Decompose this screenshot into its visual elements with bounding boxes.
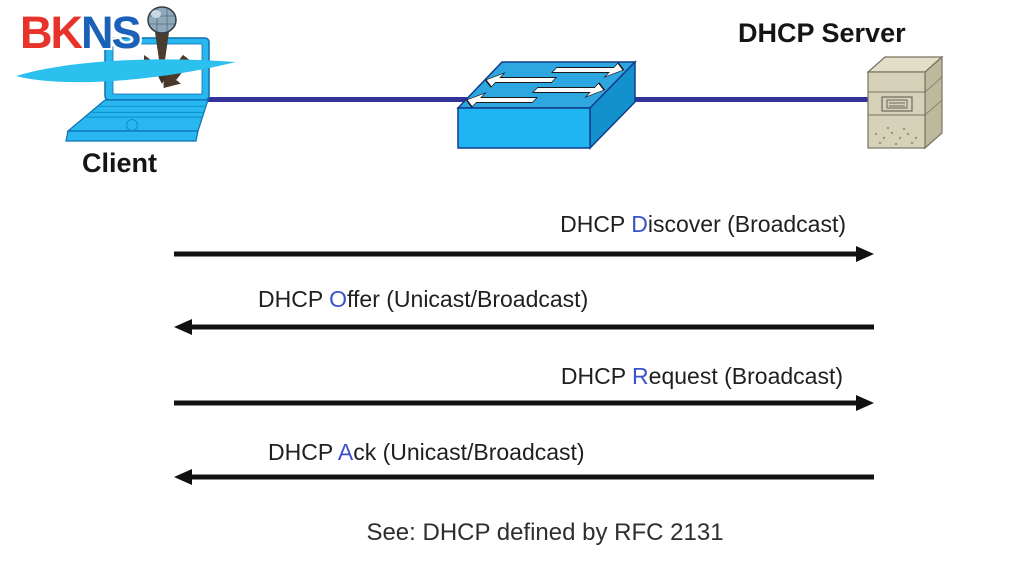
message-label-offer: DHCP Offer (Unicast/Broadcast) (258, 286, 588, 313)
message-highlight-letter: O (329, 286, 348, 312)
message-highlight-letter: D (631, 211, 648, 237)
message-highlight-letter: A (337, 439, 354, 465)
arrow-right-icon (174, 395, 874, 411)
arrow-left-icon (174, 319, 874, 335)
switch-arrows-icon (465, 62, 625, 108)
message-highlight-letter: R (632, 363, 649, 389)
logo-text: BKNS (20, 7, 141, 58)
message-prefix: DHCP (268, 439, 338, 465)
message-rest: equest (648, 363, 718, 389)
message-suffix: (Unicast/Broadcast) (376, 439, 585, 465)
message-prefix: DHCP (258, 286, 330, 312)
bkns-logo: BKNS (14, 8, 244, 98)
message-prefix: DHCP (560, 211, 632, 237)
server-vent-dots (874, 126, 918, 146)
message-label-discover: DHCP Discover (Broadcast) (0, 211, 846, 238)
logo-text-blue: NS (81, 7, 141, 58)
server-icon (866, 55, 944, 150)
logo-text-red: BK (20, 7, 83, 58)
dhcp-server-label: DHCP Server (738, 18, 906, 48)
message-rest: ffer (347, 286, 380, 312)
message-suffix: (Broadcast) (720, 211, 846, 237)
laptop-emblem (126, 119, 138, 131)
switch-icon (456, 60, 637, 150)
message-rest: iscover (647, 211, 721, 237)
message-prefix: DHCP (560, 363, 633, 389)
logo-swoosh-icon (16, 59, 236, 83)
message-suffix: (Broadcast) (717, 363, 843, 389)
message-suffix: (Unicast/Broadcast) (379, 286, 589, 312)
client-label: Client (82, 148, 158, 178)
arrow-right-icon (174, 246, 874, 262)
message-label-ack: DHCP Ack (Unicast/Broadcast) (268, 439, 585, 466)
arrow-left-icon (174, 469, 874, 485)
caption-rfc-note: See: DHCP defined by RFC 2131 (366, 519, 724, 546)
message-rest: ck (353, 439, 377, 465)
message-label-request: DHCP Request (Broadcast) (0, 363, 843, 390)
